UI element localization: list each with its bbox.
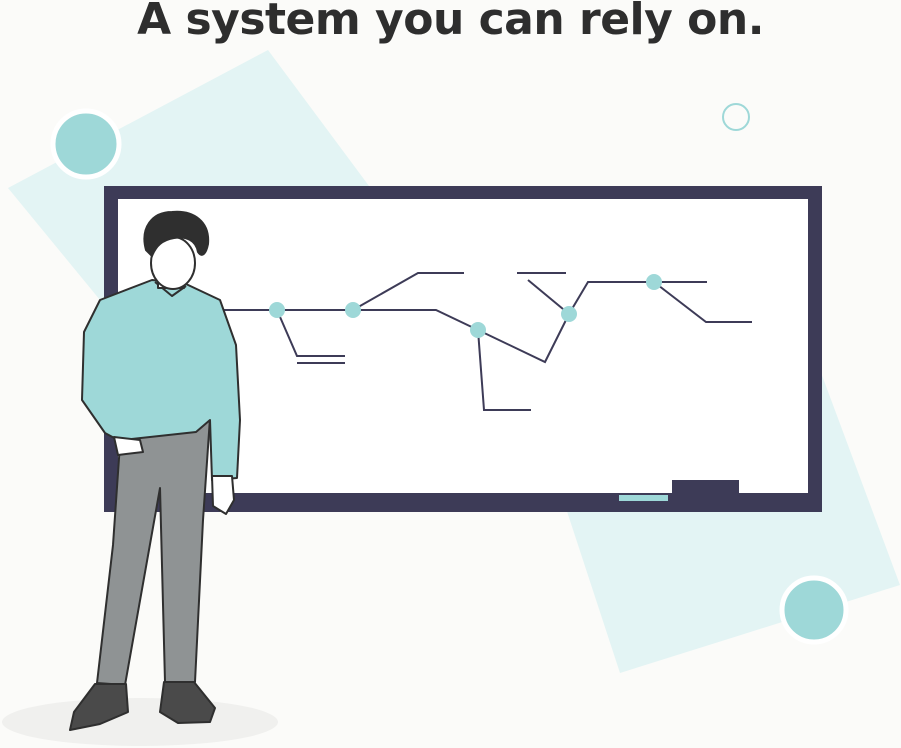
hair bbox=[143, 210, 210, 257]
timeline-diagram-icon bbox=[220, 272, 752, 411]
shirt bbox=[81, 279, 241, 481]
decorative-circle-left bbox=[50, 108, 122, 180]
shoe-left bbox=[69, 683, 129, 731]
page-title: A system you can rely on. bbox=[137, 0, 764, 45]
timeline-nodes bbox=[269, 274, 662, 338]
person bbox=[69, 210, 241, 731]
board-eraser bbox=[672, 480, 739, 497]
decorative-ring-top-right bbox=[722, 103, 750, 131]
background-panel-left bbox=[8, 50, 372, 300]
board-marker bbox=[619, 495, 668, 501]
shoe-right bbox=[159, 681, 216, 724]
pants bbox=[96, 414, 211, 686]
ground-shadow bbox=[2, 698, 278, 746]
hand-right bbox=[211, 475, 235, 515]
hand-left bbox=[113, 436, 144, 456]
decorative-circle-bottom-right bbox=[779, 575, 849, 645]
